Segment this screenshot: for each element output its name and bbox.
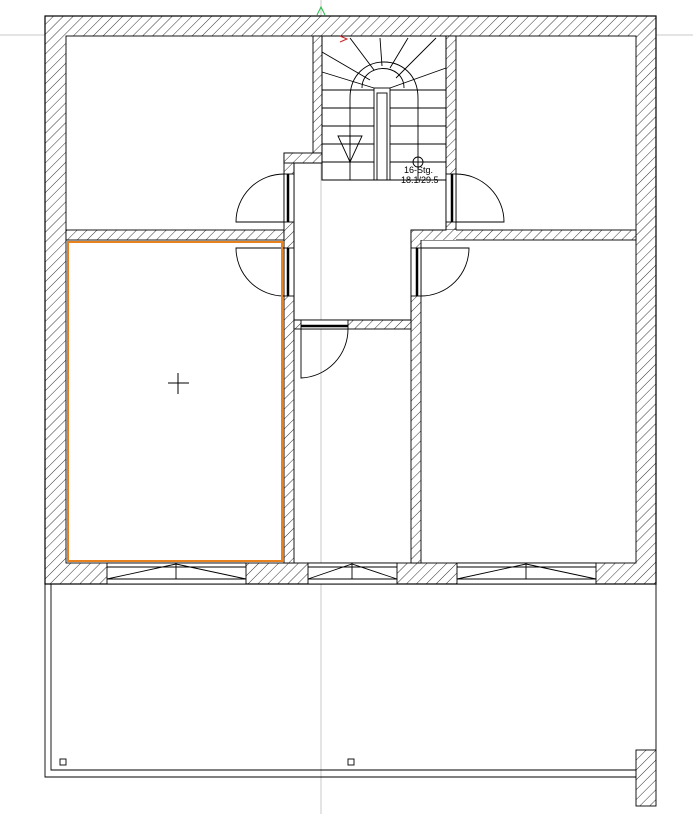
window-right[interactable] bbox=[456, 562, 597, 585]
staircase bbox=[321, 35, 447, 181]
window-left[interactable] bbox=[106, 562, 247, 585]
interior-walls bbox=[65, 35, 637, 564]
window-middle[interactable] bbox=[307, 562, 398, 585]
door-top-right[interactable] bbox=[445, 173, 505, 223]
stair-dimensions-label: 18.1/29.5 bbox=[401, 175, 439, 185]
door-corridor[interactable] bbox=[300, 319, 349, 379]
origin-arrow-icon bbox=[316, 5, 326, 16]
crosshair-cursor-icon bbox=[168, 373, 189, 394]
balcony-outline bbox=[44, 584, 657, 807]
door-bottom-left[interactable] bbox=[235, 247, 295, 297]
door-bottom-right[interactable] bbox=[410, 247, 470, 297]
door-top-left[interactable] bbox=[235, 173, 295, 223]
stair-start-marker bbox=[339, 35, 349, 43]
stair-step-count-label: 16-Stg. bbox=[404, 165, 433, 175]
exterior-walls bbox=[44, 15, 657, 585]
hall-area bbox=[293, 162, 447, 321]
selected-room-outline[interactable] bbox=[67, 241, 283, 562]
